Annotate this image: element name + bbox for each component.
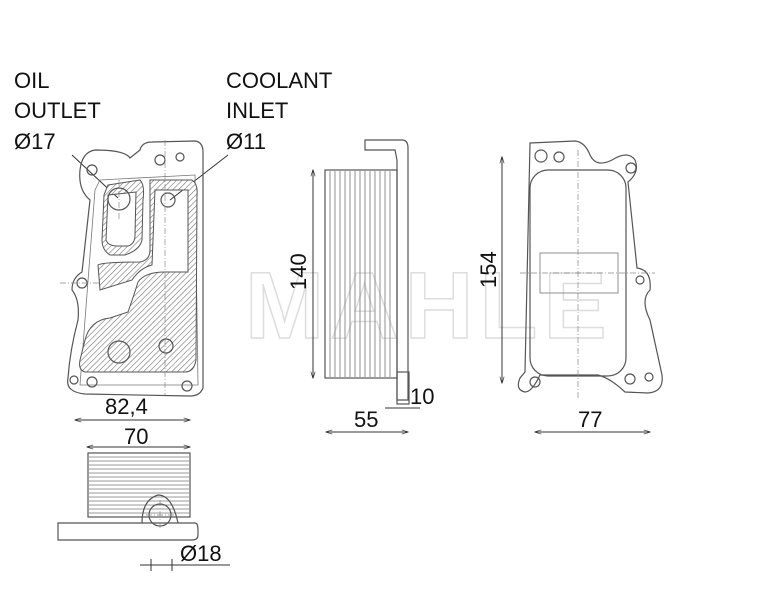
dimension-side-depth: 55 xyxy=(326,407,408,432)
svg-text:INLET: INLET xyxy=(226,98,288,123)
dimension-rear-width: 77 xyxy=(535,407,650,432)
dimension-front-width: 82,4 xyxy=(75,394,190,420)
svg-text:Ø18: Ø18 xyxy=(180,541,222,566)
svg-text:82,4: 82,4 xyxy=(105,394,148,419)
dimension-side-height: 140 xyxy=(286,170,313,378)
dimension-rear-height: 154 xyxy=(476,157,502,383)
dimension-flange-thickness: 10 xyxy=(385,384,434,409)
svg-text:OIL: OIL xyxy=(14,68,49,93)
oil-outlet-label: OIL OUTLET Ø17 xyxy=(14,68,119,199)
dimension-port-diameter: Ø18 xyxy=(140,541,230,571)
side-view xyxy=(324,139,410,405)
svg-text:Ø17: Ø17 xyxy=(14,129,56,154)
rear-view xyxy=(517,140,663,400)
svg-text:COOLANT: COOLANT xyxy=(226,68,332,93)
svg-text:10: 10 xyxy=(410,384,434,409)
coolant-inlet-label: COOLANT INLET Ø11 xyxy=(169,68,332,201)
svg-text:55: 55 xyxy=(354,407,378,432)
mahle-watermark: MAHLE xyxy=(245,253,613,359)
bottom-view xyxy=(57,452,199,541)
svg-text:140: 140 xyxy=(286,253,311,290)
dimension-bottom-width: 70 xyxy=(87,424,190,449)
svg-text:Ø11: Ø11 xyxy=(226,129,266,154)
svg-text:154: 154 xyxy=(476,251,501,288)
svg-text:70: 70 xyxy=(124,424,148,449)
front-view xyxy=(60,140,204,397)
coolant-inlet-port xyxy=(160,192,176,208)
svg-text:77: 77 xyxy=(578,407,602,432)
svg-text:OUTLET: OUTLET xyxy=(14,98,101,123)
